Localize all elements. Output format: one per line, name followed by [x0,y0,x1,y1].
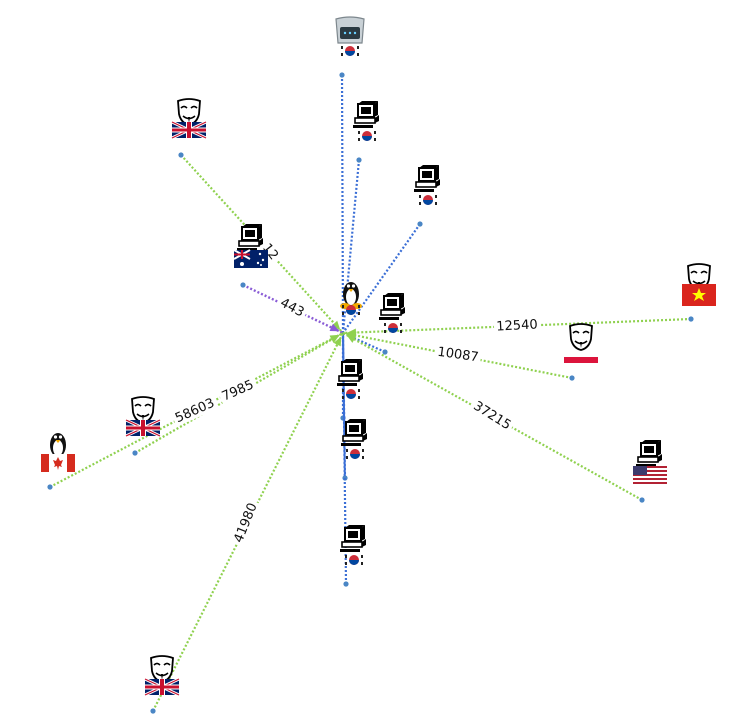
endpoint-dot-attacker-uk-3 [150,708,156,714]
anonymous-mask-icon [150,655,174,683]
flag-uk-icon [170,120,208,140]
endpoint-dot-host-kr-6 [343,581,349,587]
edge-label-attacker-vn-text: 12540 [496,317,538,334]
arrow-head-host-us [346,334,357,343]
flag-uk-icon [143,677,181,697]
node-host-kr-1[interactable] [352,100,380,141]
arrow-head-attacker-uk-1 [331,320,341,331]
flag-kr-icon [419,195,437,205]
edge-label-linux-ca-background [170,393,219,427]
endpoint-dot-router-top [339,72,345,78]
endpoint-dot-host-au [240,282,246,288]
endpoint-dot-host-kr-1 [356,157,362,163]
endpoint-dot-host-kr-2 [417,221,423,227]
edges-layer [47,72,694,714]
anonymous-mask-icon [177,98,201,126]
flag-ca-icon [41,454,75,472]
node-attacker-uk-2[interactable] [124,396,162,438]
node-host-kr-3[interactable] [378,292,406,333]
flag-kr-icon [341,46,359,56]
flag-kr-icon [345,555,363,565]
flag-us-icon [633,466,667,484]
endpoint-dot-host-kr-3 [382,349,388,355]
edge-label-attacker-vn: 12540 [493,315,541,335]
computer-icon [339,524,367,553]
edge-host-kr-2 [342,223,421,334]
edge-label-attacker-uk-3: 41980 [229,498,262,547]
computer-icon [635,439,663,468]
node-attacker-pl[interactable] [564,323,598,363]
edge-host-us [342,332,643,501]
flag-uk-icon [124,418,162,438]
node-attacker-uk-3[interactable] [143,655,181,697]
flag-kr-icon [358,131,376,141]
edge-label-linux-ca: 58603 [170,393,219,427]
edge-router-top [340,74,345,334]
edge-label-linux-ca-text: 58603 [173,396,217,427]
flag-kr-icon [346,449,364,459]
edge-label-host-us-text: 37215 [470,399,513,434]
edge-label-host-us-background [468,396,517,435]
endpoint-dot-attacker-pl [569,375,575,381]
arrow-head-host-au [329,323,340,332]
computer-icon [336,358,364,387]
node-host-kr-4[interactable] [336,358,364,399]
node-attacker-vn[interactable] [682,263,716,306]
node-attacker-uk-1[interactable] [170,98,208,140]
arrow-head-attacker-uk-3 [333,336,342,347]
partial-label-uk1-background [257,237,284,265]
nodes-layer [41,16,716,697]
node-host-kr-6[interactable] [339,524,367,565]
anonymous-mask-icon [569,323,593,351]
computer-icon [378,292,406,321]
node-linux-ca[interactable] [41,433,75,472]
edge-label-attacker-uk-2: 7985 [216,375,259,406]
computer-icon [413,164,441,193]
node-host-us[interactable] [633,439,667,484]
computer-icon [352,100,380,129]
anonymous-mask-icon [131,396,155,424]
linux-penguin-icon [340,282,362,309]
endpoint-dot-attacker-vn [688,316,694,322]
edge-label-attacker-pl-background [434,342,483,366]
edge-attacker-uk-3 [152,332,344,712]
edge-label-attacker-pl: 10087 [434,342,483,366]
edge-label-host-au: 443 [275,293,310,322]
edge-label-attacker-vn-background [493,315,541,335]
endpoint-dot-attacker-uk-2 [132,450,138,456]
arrow-head-linux-ca [329,334,340,343]
router-icon [335,16,365,44]
edge-label-attacker-uk-3-text: 41980 [231,501,260,545]
edge-label-attacker-uk-3-background [229,498,262,547]
node-host-kr-2[interactable] [413,164,441,205]
flag-pl-icon [564,351,598,363]
edge-host-kr-5 [341,332,347,479]
flag-vn-icon [682,284,716,306]
endpoint-dot-attacker-uk-1 [178,152,184,158]
edge-label-host-us: 37215 [468,396,517,435]
edge-label-attacker-uk-2-background [216,375,259,406]
endpoint-dot-host-us [639,497,645,503]
endpoint-dot-linux-ca [47,484,53,490]
edge-label-attacker-pl-text: 10087 [436,345,479,366]
edge-host-au [242,283,344,335]
flag-au-icon [233,249,269,269]
edge-label-host-au-background [275,293,310,322]
node-router-top[interactable] [335,16,365,56]
